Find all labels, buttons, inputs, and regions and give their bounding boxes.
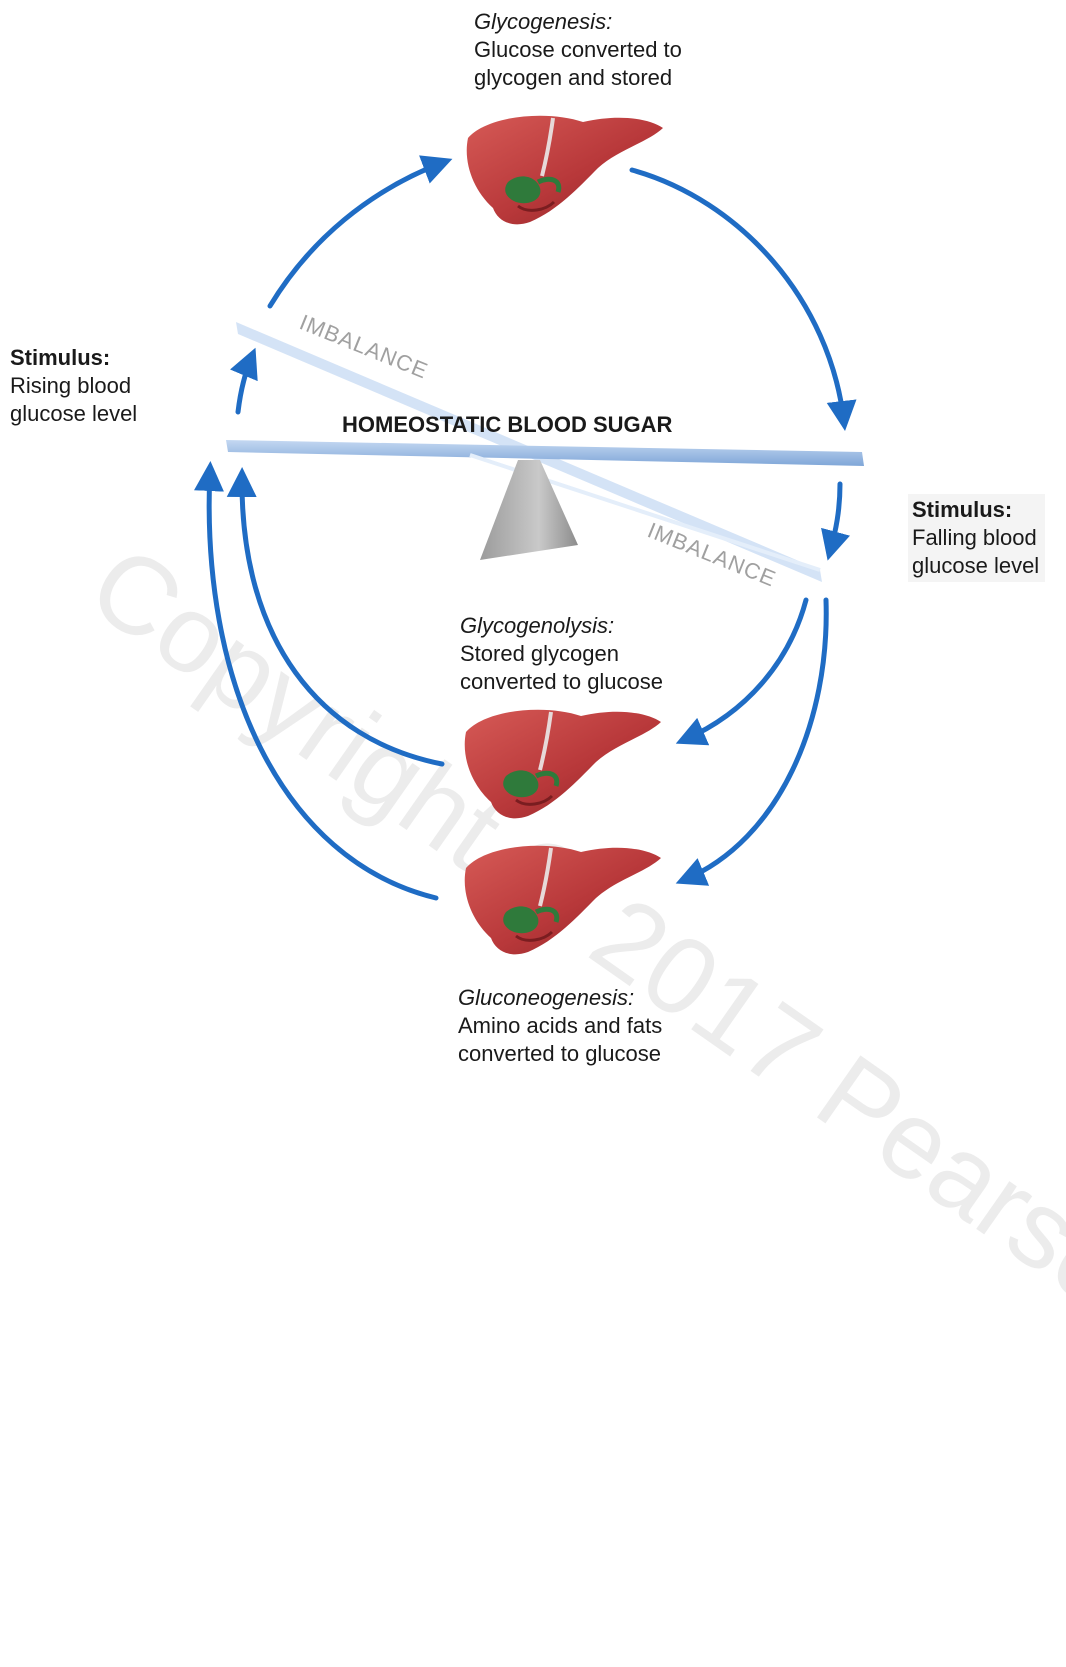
stimulus-rising-title: Stimulus:: [10, 344, 137, 372]
glycogenesis-line-1: Glucose converted to: [474, 36, 682, 64]
homeostatic-blood-sugar-label: HOMEOSTATIC BLOOD SUGAR: [342, 412, 673, 437]
liver-icon-glycogenolysis: [465, 710, 661, 819]
gluconeogenesis-title: Gluconeogenesis:: [458, 984, 662, 1012]
arrow-icon-right-down: [830, 484, 840, 552]
arrow-icon-left-to-glycogenesis: [270, 162, 444, 306]
arrow-icon-to-gluconeogenesis: [684, 600, 826, 880]
imbalance-label-top: IMBALANCE: [296, 309, 432, 383]
stimulus-falling-line-2: glucose level: [912, 552, 1039, 580]
gluconeogenesis-line-1: Amino acids and fats: [458, 1012, 662, 1040]
liver-icon-gluconeogenesis: [465, 846, 661, 955]
glycogenesis-caption: Glycogenesis: Glucose converted to glyco…: [474, 8, 682, 92]
glycogenolysis-line-1: Stored glycogen: [460, 640, 663, 668]
fulcrum-icon: [480, 460, 578, 560]
arrow-icon-glycogenesis-to-right: [632, 170, 844, 422]
stimulus-rising-line-1: Rising blood: [10, 372, 137, 400]
stimulus-rising-line-2: glucose level: [10, 400, 137, 428]
stimulus-rising-caption: Stimulus: Rising blood glucose level: [10, 344, 137, 428]
gluconeogenesis-line-2: converted to glucose: [458, 1040, 662, 1068]
homeostasis-diagram: IMBALANCE IMBALANCE HOMEOSTATIC BLOOD SU…: [0, 0, 1066, 1071]
glycogenolysis-caption: Glycogenolysis: Stored glycogen converte…: [460, 612, 663, 696]
stimulus-falling-title: Stimulus:: [912, 496, 1039, 524]
arrow-icon-to-glycogenolysis: [684, 600, 806, 740]
gluconeogenesis-caption: Gluconeogenesis: Amino acids and fats co…: [458, 984, 662, 1068]
arrow-icon-stimulus-left-up: [238, 356, 252, 412]
glycogenesis-line-2: glycogen and stored: [474, 64, 682, 92]
glycogenolysis-title: Glycogenolysis:: [460, 612, 663, 640]
arrow-icon-glycogenolysis-to-left: [242, 476, 442, 764]
glycogenesis-title: Glycogenesis:: [474, 8, 682, 36]
stimulus-falling-line-1: Falling blood: [912, 524, 1039, 552]
glycogenolysis-line-2: converted to glucose: [460, 668, 663, 696]
stimulus-falling-caption: Stimulus: Falling blood glucose level: [908, 494, 1045, 582]
